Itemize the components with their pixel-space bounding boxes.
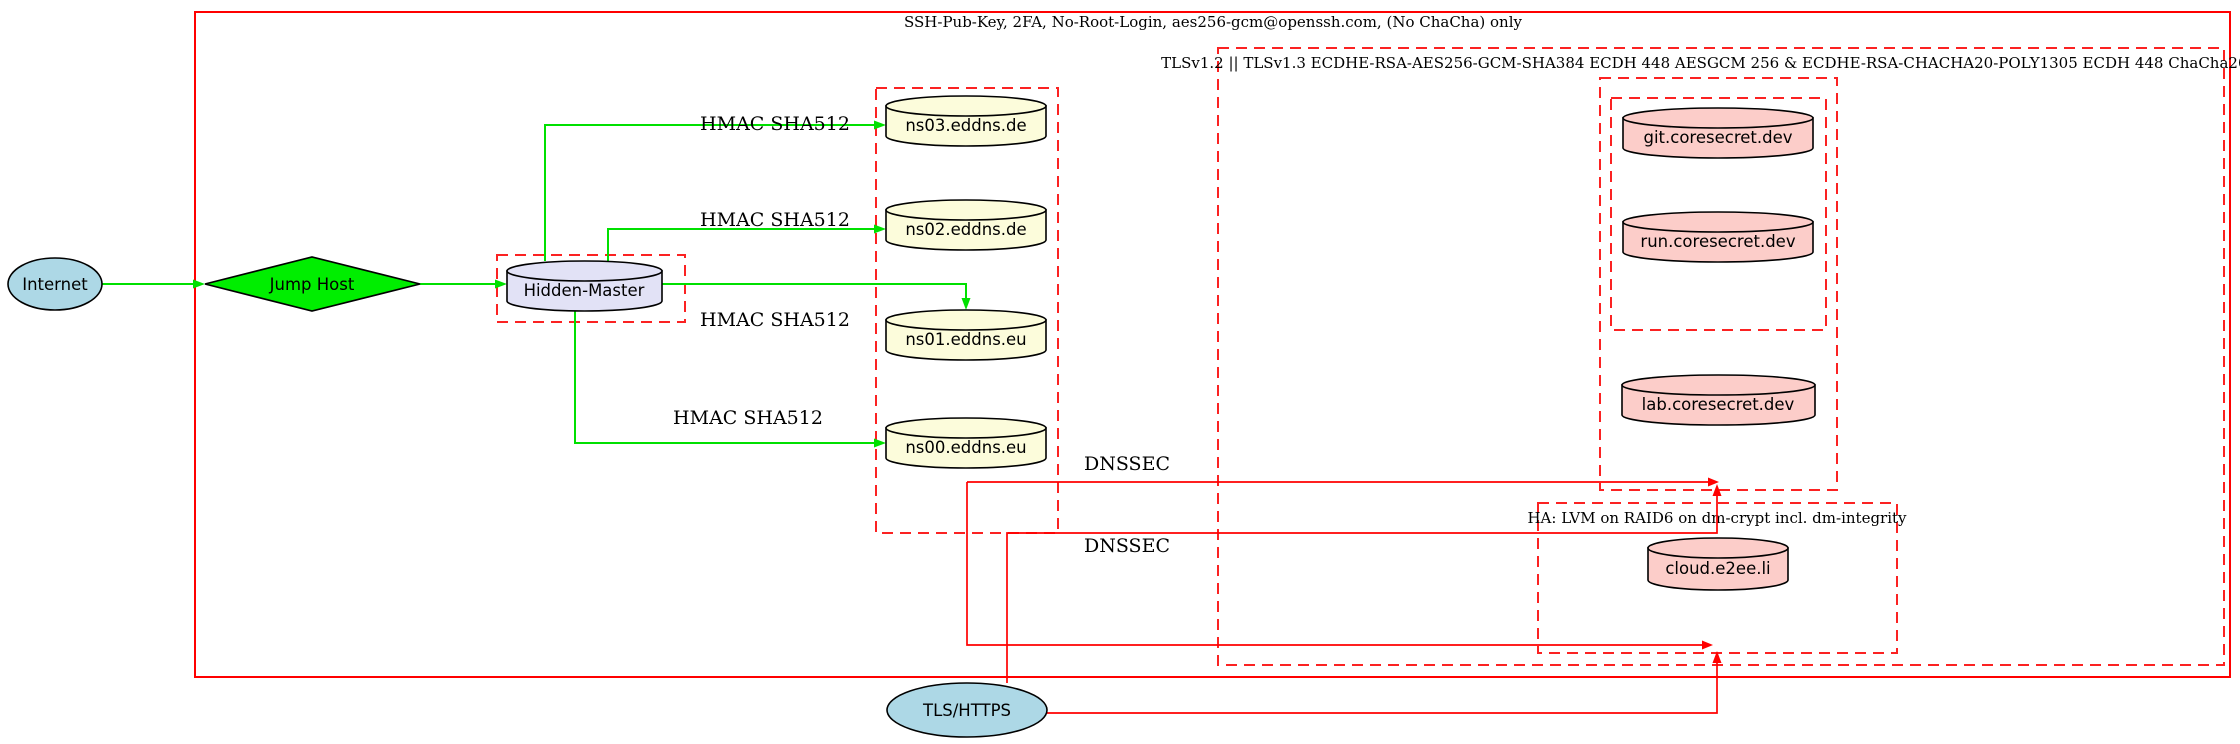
node-hidden-master: Hidden-Master xyxy=(506,260,663,312)
hidden-master-label: Hidden-Master xyxy=(524,281,645,300)
arrowhead-hiddenmaster xyxy=(495,279,507,289)
red-arrowheads xyxy=(1702,477,1722,663)
edge-tlshttps-ha xyxy=(1047,663,1718,714)
tls-cluster-label: TLSv1.2 || TLSv1.3 ECDHE-RSA-AES256-GCM-… xyxy=(1161,54,2240,72)
ns00-cylinder-cap xyxy=(885,417,1047,439)
jump-host-label: Jump Host xyxy=(269,275,355,294)
internet-ellipse xyxy=(7,257,103,311)
edge-hiddenmaster-ns02 xyxy=(607,228,876,261)
node-internet: Internet xyxy=(7,257,103,311)
ns01-cylinder-cap xyxy=(885,309,1047,331)
tls-https-ellipse xyxy=(886,682,1048,738)
edge-label-hmac-ns01: HMAC SHA512 xyxy=(700,309,850,331)
edge-hiddenmaster-ns03 xyxy=(544,124,876,261)
node-run: run.coresecret.dev xyxy=(1622,211,1814,263)
node-cloud: cloud.e2ee.li xyxy=(1647,537,1789,591)
ns03-label: ns03.eddns.de xyxy=(905,116,1026,135)
arrowhead-ns00 xyxy=(874,438,886,448)
ns03-cylinder-cap xyxy=(885,95,1047,117)
cloud-cylinder-cap xyxy=(1647,537,1789,559)
ssh-cluster-box xyxy=(194,11,2231,678)
red-edges xyxy=(966,481,1718,714)
tls-cluster-box xyxy=(1217,47,2225,666)
edge-hiddenmaster-ns01 xyxy=(662,283,967,300)
eddns-cluster-box xyxy=(875,87,1059,534)
node-ns03: ns03.eddns.de xyxy=(885,95,1047,147)
arrowhead-ha-right xyxy=(1702,640,1713,650)
lab-cylinder-cap xyxy=(1621,374,1816,396)
tls-https-label: TLS/HTTPS xyxy=(922,701,1011,720)
arrowhead-ha-up xyxy=(1712,651,1722,663)
green-arrowheads xyxy=(193,120,971,448)
coresecret-outer-cluster-box xyxy=(1599,77,1838,491)
node-jump-host: Jump Host xyxy=(204,256,421,312)
cloud-label: cloud.e2ee.li xyxy=(1665,559,1770,578)
node-ns02: ns02.eddns.de xyxy=(885,199,1047,251)
run-cylinder-body xyxy=(1622,221,1814,263)
lab-cylinder-body xyxy=(1621,384,1816,426)
git-cylinder-body xyxy=(1622,117,1814,159)
node-tls-https: TLS/HTTPS xyxy=(886,682,1048,738)
edge-label-dnssec-2: DNSSEC xyxy=(1084,535,1170,557)
node-git: git.coresecret.dev xyxy=(1622,107,1814,159)
edge-tlshttps-coresecret xyxy=(1006,496,1718,683)
node-ns00: ns00.eddns.eu xyxy=(885,417,1047,469)
edge-dnssec-ha xyxy=(966,482,1703,646)
arrowhead-coresecret-right xyxy=(1708,477,1719,487)
run-cylinder-cap xyxy=(1622,211,1814,233)
git-label: git.coresecret.dev xyxy=(1643,128,1792,147)
arrowhead-ns01 xyxy=(961,298,971,310)
node-ns01: ns01.eddns.eu xyxy=(885,309,1047,361)
ns01-cylinder-body xyxy=(885,319,1047,361)
ns00-cylinder-body xyxy=(885,427,1047,469)
jump-host-diamond xyxy=(204,256,421,312)
ns02-cylinder-body xyxy=(885,209,1047,251)
edge-label-hmac-ns02: HMAC SHA512 xyxy=(700,209,850,231)
git-cylinder-cap xyxy=(1622,107,1814,129)
ns03-cylinder-body xyxy=(885,105,1047,147)
arrowhead-ns02 xyxy=(874,224,886,234)
edge-label-hmac-ns03: HMAC SHA512 xyxy=(700,113,850,135)
ns02-cylinder-cap xyxy=(885,199,1047,221)
hidden-master-cylinder-body xyxy=(506,270,663,312)
hidden-master-cylinder-cap xyxy=(506,260,663,282)
green-edges xyxy=(102,124,967,444)
arrowhead-coresecret-up xyxy=(1712,484,1722,496)
node-lab: lab.coresecret.dev xyxy=(1621,374,1816,426)
ssh-cluster-label: SSH-Pub-Key, 2FA, No-Root-Login, aes256-… xyxy=(904,13,1523,31)
ns00-label: ns00.eddns.eu xyxy=(905,438,1026,457)
edge-label-dnssec-1: DNSSEC xyxy=(1084,453,1170,475)
arrowhead-jumphost xyxy=(193,279,205,289)
ns02-label: ns02.eddns.de xyxy=(905,220,1026,239)
hidden-master-cluster-box xyxy=(496,254,686,323)
edge-label-hmac-ns00: HMAC SHA512 xyxy=(673,407,823,429)
ns01-label: ns01.eddns.eu xyxy=(905,330,1026,349)
edge-hiddenmaster-ns00 xyxy=(574,311,876,444)
internet-label: Internet xyxy=(22,275,88,294)
run-label: run.coresecret.dev xyxy=(1640,232,1795,251)
coresecret-inner-cluster-box xyxy=(1610,97,1827,331)
arrowhead-ns03 xyxy=(874,120,886,130)
cloud-cylinder-body xyxy=(1647,547,1789,591)
lab-label: lab.coresecret.dev xyxy=(1642,395,1795,414)
